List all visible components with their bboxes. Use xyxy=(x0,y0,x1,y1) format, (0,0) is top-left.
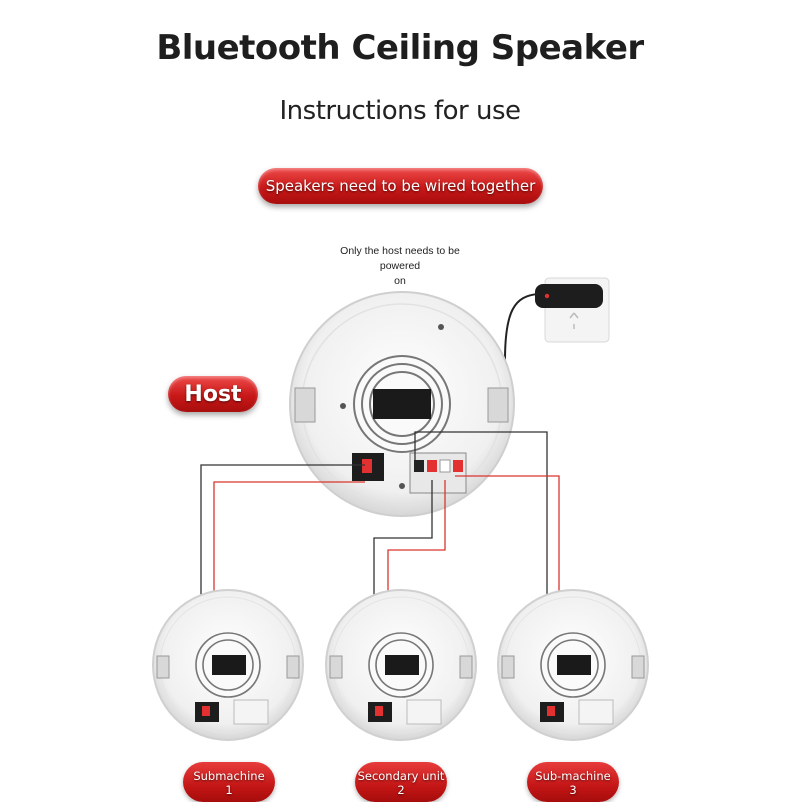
power-adapter-icon xyxy=(535,284,603,308)
power-note-line1: Only the host needs to be powered xyxy=(340,245,460,272)
unit-label-3: Sub-machine 3 xyxy=(527,762,619,802)
wire-black-3 xyxy=(414,431,548,686)
unit-label-1: Submachine 1 xyxy=(183,762,275,802)
unit-label-1-number: 1 xyxy=(225,783,233,797)
sub-speaker-2 xyxy=(325,589,477,741)
sub-speaker-1 xyxy=(152,589,304,741)
power-cable xyxy=(504,293,539,361)
unit-label-2-number: 2 xyxy=(397,783,405,797)
unit-label-2: Secondary unit 2 xyxy=(355,762,447,802)
unit-label-3-number: 3 xyxy=(569,783,577,797)
unit-label-2-name: Secondary unit xyxy=(357,769,445,783)
unit-label-3-name: Sub-machine xyxy=(535,769,611,783)
wiring-banner: Speakers need to be wired together xyxy=(258,168,543,204)
power-note: Only the host needs to be powered on xyxy=(320,244,480,289)
sub-speaker-3 xyxy=(497,589,649,741)
power-note-line2: on xyxy=(394,275,406,287)
unit-label-1-name: Submachine xyxy=(193,769,265,783)
page-subtitle: Instructions for use xyxy=(279,96,522,126)
page-title: Bluetooth Ceiling Speaker xyxy=(156,28,644,68)
host-label: Host xyxy=(168,376,258,412)
host-speaker xyxy=(289,291,515,517)
